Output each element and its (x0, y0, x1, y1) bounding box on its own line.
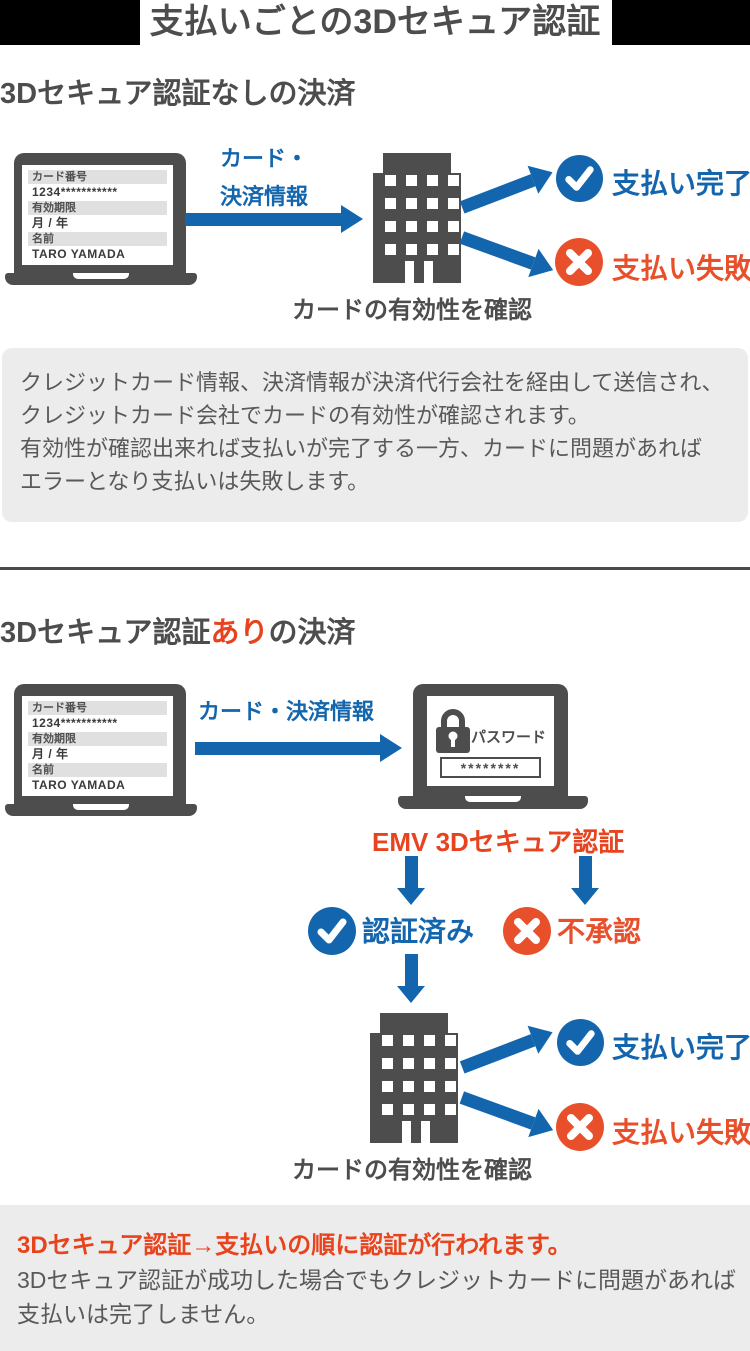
card-expiry-label: 有効期限 (28, 732, 167, 746)
laptop-bezel: カード番号 1234*********** 有効期限 月 / 年 名前 TARO… (14, 684, 186, 804)
card-number-label: カード番号 (28, 170, 167, 184)
card-number-value: 1234*********** (32, 185, 118, 199)
note-line: クレジットカード情報、決済情報が決済代行会社を経由して送信され、 (20, 370, 724, 395)
card-name-value: TARO YAMADA (32, 247, 126, 261)
password-screen: パスワード ******** (427, 696, 554, 786)
card-payment-info-label: カード・ 決済情報 (220, 146, 309, 209)
laptop-bezel: パスワード ******** (413, 684, 568, 796)
password-field: ******** (440, 757, 541, 778)
payment-fail-label: 支払い失敗 (612, 1117, 750, 1148)
emv-3ds-label: EMV 3Dセキュア認証 (372, 827, 625, 857)
check-icon (557, 1019, 604, 1066)
laptop-notch (73, 273, 129, 279)
card-name-value: TARO YAMADA (32, 778, 126, 792)
note-line: 支払いは完了しません。 (17, 1301, 270, 1327)
auth-ng-label: 不承認 (557, 916, 642, 947)
laptop-card-input: カード番号 1234*********** 有効期限 月 / 年 名前 TARO… (5, 153, 197, 285)
arrow-down-icon (397, 856, 425, 905)
section-heading-no-3ds: 3Dセキュア認証なしの決済 (0, 78, 356, 110)
arrow-right-icon (195, 734, 402, 762)
note-line: エラーとなり支払いは失敗します。 (20, 469, 370, 494)
building-icon (373, 153, 461, 283)
card-name-label: 名前 (28, 232, 167, 246)
card-expiry-value: 月 / 年 (32, 216, 69, 230)
payment-success-label: 支払い完了 (612, 1032, 750, 1063)
laptop-base (5, 273, 197, 285)
payment-success-label: 支払い完了 (612, 168, 750, 199)
building-caption: カードの有効性を確認 (292, 297, 532, 324)
header-bar-left (0, 0, 140, 45)
note-box-no-3ds: クレジットカード情報、決済情報が決済代行会社を経由して送信され、 クレジットカー… (2, 348, 748, 522)
note-line: 3Dセキュア認証が成功した場合でもクレジットカードに問題があれば (17, 1267, 736, 1293)
card-expiry-label: 有効期限 (28, 201, 167, 215)
heading-accent: あり (210, 617, 269, 649)
laptop-notch (465, 796, 521, 802)
section-divider (0, 567, 750, 570)
arrow-to-success-icon (457, 1018, 558, 1081)
note-line: 有効性が確認出来れば支払いが完了する一方、カードに問題があれば (20, 436, 703, 461)
card-form-screen: カード番号 1234*********** 有効期限 月 / 年 名前 TARO… (22, 165, 173, 265)
arrow-down-icon (397, 954, 425, 1003)
payment-fail-label: 支払い失敗 (612, 253, 750, 284)
building-caption: カードの有効性を確認 (292, 1157, 532, 1184)
lock-icon (436, 709, 470, 753)
card-form-screen: カード番号 1234*********** 有効期限 月 / 年 名前 TARO… (22, 696, 173, 796)
laptop-card-input: カード番号 1234*********** 有効期限 月 / 年 名前 TARO… (5, 684, 197, 816)
arrow-right-icon (185, 205, 363, 233)
note-box-with-3ds: 3Dセキュア認証→支払いの順に認証が行われます。 3Dセキュア認証が成功した場合… (0, 1205, 750, 1351)
auth-ok-label: 認証済み (362, 916, 475, 947)
card-expiry-value: 月 / 年 (32, 747, 69, 761)
arrow-to-fail-icon (457, 1083, 559, 1145)
arrow-to-fail-icon (457, 223, 559, 285)
password-label: パスワード (471, 729, 547, 746)
arrow-down-icon (571, 856, 599, 905)
card-payment-info-label: カード・決済情報 (198, 699, 375, 724)
page-title: 支払いごとの3Dセキュア認証 (149, 3, 601, 41)
x-icon (556, 1103, 604, 1151)
card-number-value: 1234*********** (32, 716, 118, 730)
x-icon (555, 238, 603, 286)
check-icon (556, 155, 603, 202)
header-bar-right (612, 0, 750, 45)
laptop-bezel: カード番号 1234*********** 有効期限 月 / 年 名前 TARO… (14, 153, 186, 273)
building-icon (370, 1013, 458, 1143)
check-icon (308, 907, 356, 955)
note-line: クレジットカード会社でカードの有効性が確認されます。 (20, 403, 590, 428)
card-name-label: 名前 (28, 763, 167, 777)
laptop-base (5, 804, 197, 816)
section-heading-with-3ds: 3Dセキュア認証ありの決済 (0, 617, 356, 649)
laptop-base (398, 796, 588, 809)
note-emphasis: 3Dセキュア認証→支払いの順に認証が行われます。 (17, 1232, 572, 1259)
card-number-label: カード番号 (28, 701, 167, 715)
laptop-auth: パスワード ******** (398, 684, 588, 810)
arrow-to-success-icon (457, 158, 558, 221)
x-icon (503, 907, 551, 955)
laptop-notch (73, 804, 129, 810)
